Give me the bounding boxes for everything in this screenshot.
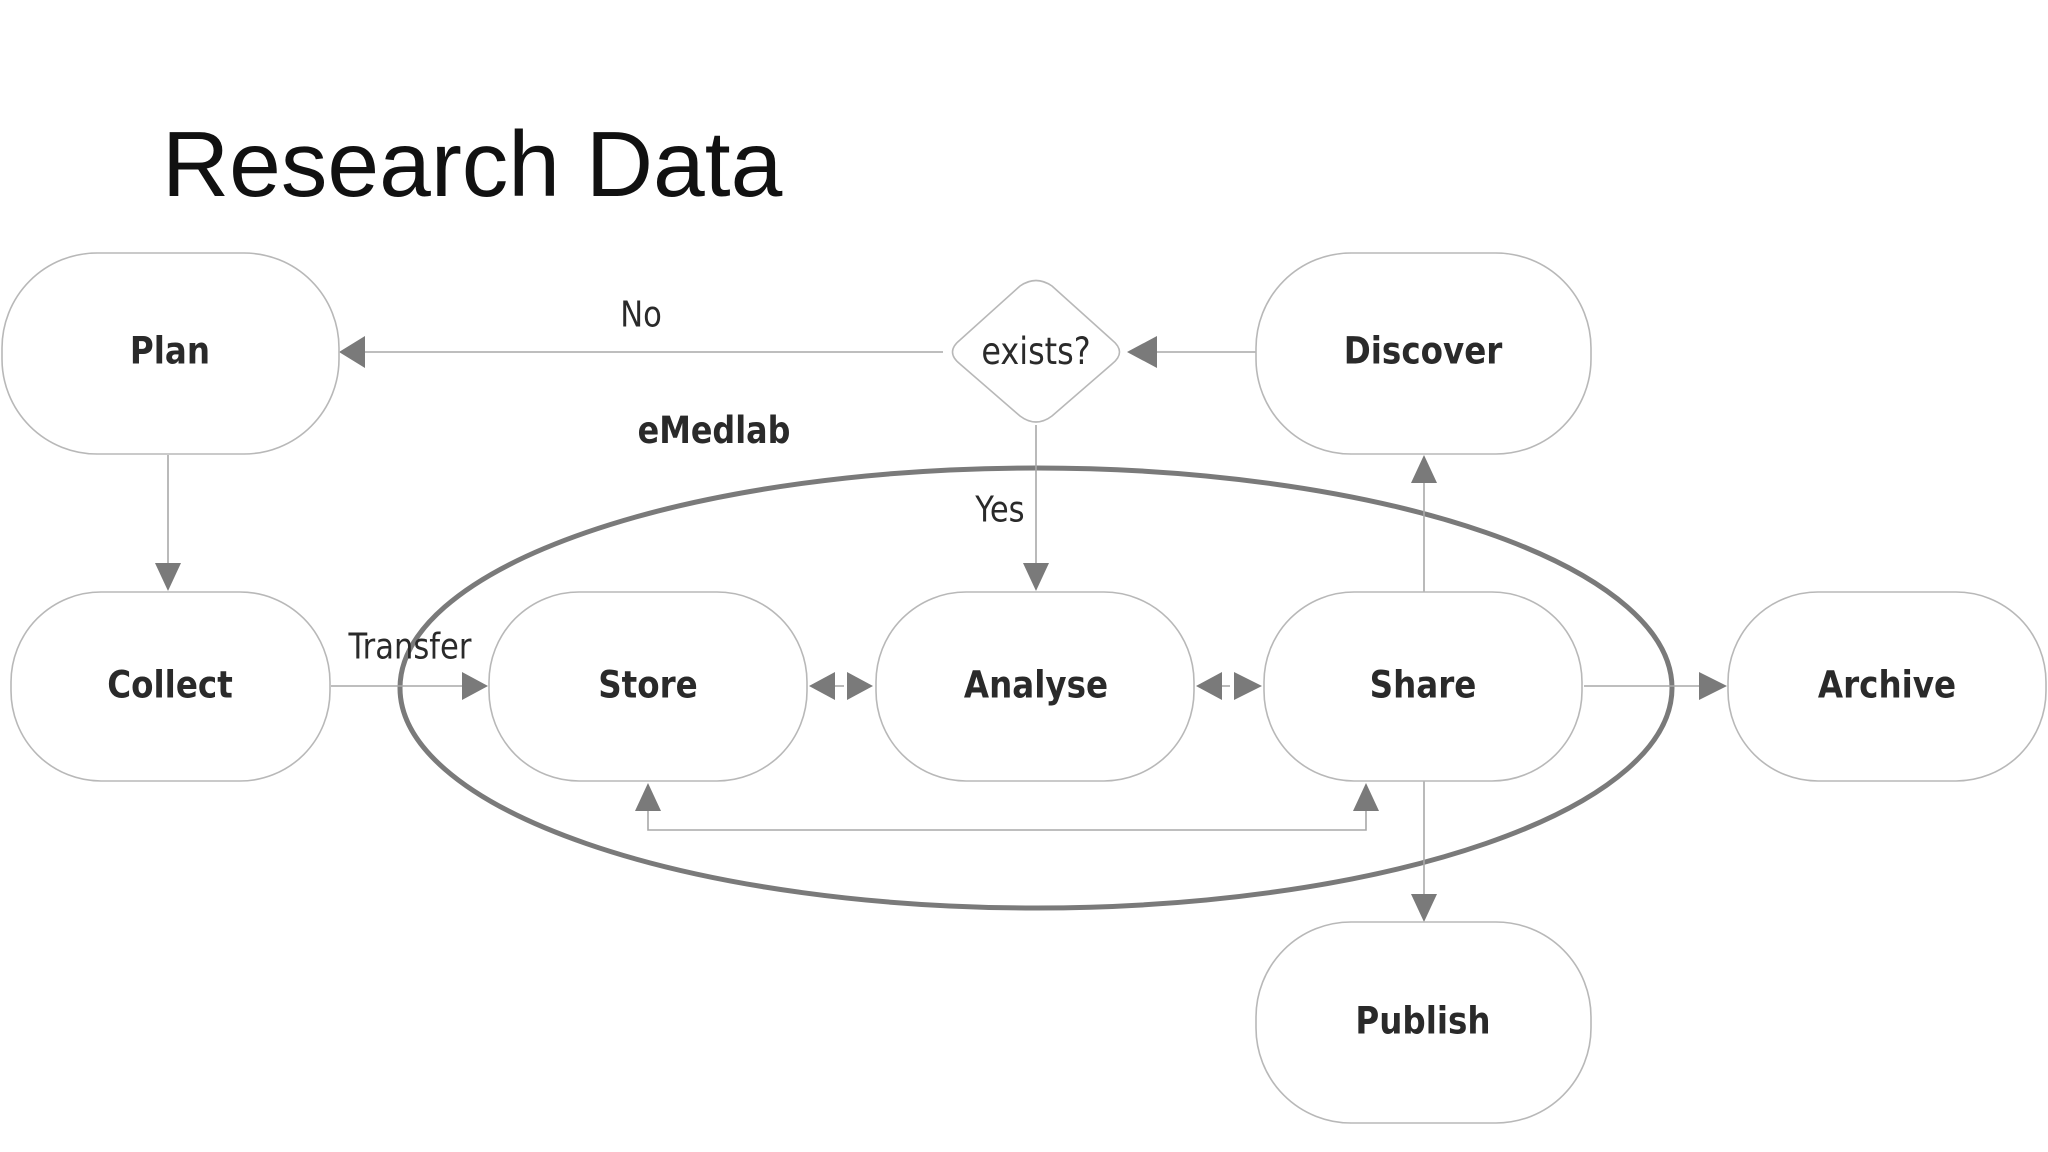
arrowhead-into-archive — [1699, 672, 1727, 700]
edge-label-yes: Yes — [974, 488, 1024, 530]
arrowhead-loop-into-share — [1353, 783, 1379, 811]
node-publish: Publish — [1255, 921, 1592, 1124]
edge-line-store-share-loop — [647, 809, 1367, 831]
node-collect-shape — [10, 591, 331, 782]
decision-exists: exists? — [951, 279, 1121, 423]
arrowhead-into-collect — [155, 563, 181, 591]
arrowhead-analyse-right — [847, 672, 873, 700]
edge-label-transfer: Transfer — [348, 625, 472, 667]
arrowhead-store-left — [809, 672, 835, 700]
node-share-shape — [1263, 591, 1583, 782]
node-collect: Collect — [10, 591, 331, 782]
node-discover-label: Discover — [1344, 331, 1503, 373]
node-plan: Plan — [1, 252, 340, 455]
node-archive-shape — [1727, 591, 2047, 782]
node-analyse: Analyse — [875, 591, 1195, 782]
node-collect-label: Collect — [107, 665, 233, 707]
arrowhead-into-analyse — [1023, 563, 1049, 591]
node-plan-label: Plan — [130, 331, 210, 373]
arrowhead-loop-into-store — [635, 783, 661, 811]
arrowhead-share-right — [1234, 672, 1262, 700]
node-analyse-shape — [875, 591, 1195, 782]
decision-label: exists? — [981, 331, 1090, 374]
arrowhead-into-discover — [1411, 455, 1437, 483]
arrowhead-into-plan — [339, 336, 365, 368]
arrowhead-into-store — [462, 672, 488, 700]
node-share-label: Share — [1370, 665, 1477, 707]
edge-label-no: No — [620, 293, 662, 335]
node-store-label: Store — [598, 665, 698, 707]
node-publish-label: Publish — [1355, 1001, 1490, 1043]
node-store: Store — [488, 591, 808, 782]
node-discover: Discover — [1255, 252, 1592, 455]
node-archive-label: Archive — [1818, 665, 1956, 707]
node-plan-shape — [1, 252, 340, 455]
arrowhead-into-decision — [1127, 336, 1157, 368]
arrowhead-analyse-left — [1196, 672, 1222, 700]
node-analyse-label: Analyse — [964, 665, 1108, 707]
slide-title: Research Data — [162, 112, 783, 216]
arrowhead-into-publish — [1411, 894, 1437, 922]
node-archive: Archive — [1727, 591, 2047, 782]
node-share: Share — [1263, 591, 1583, 782]
node-discover-shape — [1255, 252, 1592, 455]
decision-shape — [951, 279, 1121, 423]
node-publish-shape — [1255, 921, 1592, 1124]
group-label-emedlab: eMedlab — [638, 410, 791, 453]
node-store-shape — [488, 591, 808, 782]
